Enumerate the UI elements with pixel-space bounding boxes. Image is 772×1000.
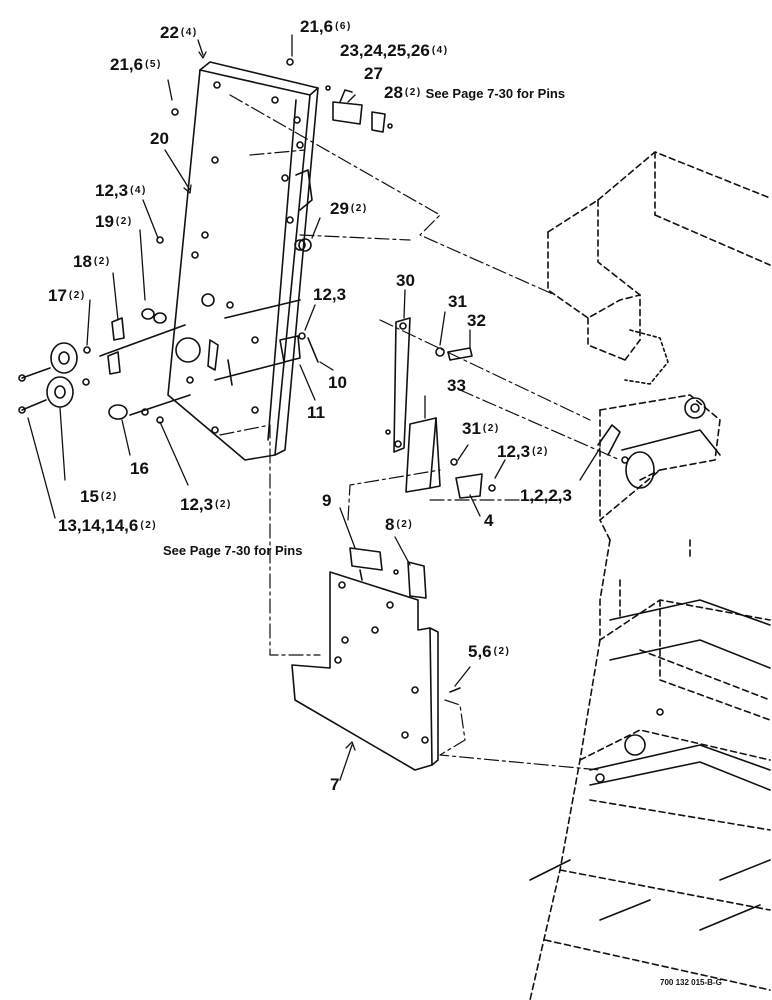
arm-and-bracket xyxy=(385,317,496,499)
callout-9: 9 xyxy=(322,491,332,510)
callout-20: 20 xyxy=(150,129,169,148)
callout-12-3-a: 12,3(4) xyxy=(95,181,147,200)
callout-31-b: 31(2) xyxy=(462,419,500,438)
plate-hardware xyxy=(214,238,319,381)
callout-21-6-a: 21,6(6) xyxy=(300,17,352,36)
callout-33: 33 xyxy=(447,376,466,395)
callout-22: 22(4) xyxy=(160,23,198,42)
leader-lines xyxy=(27,34,601,781)
callout-15: 15(2) xyxy=(80,487,118,506)
front-plate-20 xyxy=(167,61,319,461)
callout-21-6-b: 21,6(5) xyxy=(110,55,162,74)
callout-10: 10 xyxy=(328,373,347,392)
callout-12-3-d: 12,3(2) xyxy=(180,495,232,514)
pins-reference-note: See Page 7-30 for Pins xyxy=(163,543,303,558)
callout-8: 8(2) xyxy=(385,515,414,534)
callout-32: 32 xyxy=(467,311,486,330)
callout-27: 27 xyxy=(364,64,383,83)
callout-13-14-14-6: 13,14,14,6(2) xyxy=(58,516,158,535)
figure-code: 700 132 015-B-G xyxy=(660,978,722,987)
callout-7: 7 xyxy=(330,775,340,794)
baler-frame-background xyxy=(529,151,771,1000)
callout-12-3-b: 12,3 xyxy=(313,285,347,304)
callout-1-2-2-3: 1,2,2,3 xyxy=(520,486,572,505)
callout-5-6: 5,6(2) xyxy=(468,642,511,661)
callout-29: 29(2) xyxy=(330,199,368,218)
callout-19: 19(2) xyxy=(95,212,133,231)
callout-31-a: 31 xyxy=(448,292,467,311)
lower-brackets xyxy=(349,547,427,599)
callout-11: 11 xyxy=(307,403,325,422)
callout-16: 16 xyxy=(130,459,149,478)
reference-lines xyxy=(219,94,621,771)
bottom-plate-7 xyxy=(291,571,461,771)
callout-12-3-c: 12,3(2) xyxy=(497,442,549,461)
callout-28: 28(2)See Page 7-30 for Pins xyxy=(384,83,566,102)
callout-30: 30 xyxy=(396,271,415,290)
top-brackets xyxy=(325,85,393,133)
callout-23-26: 23,24,25,26(4) xyxy=(340,41,449,60)
callout-18: 18(2) xyxy=(73,252,111,271)
callout-4: 4 xyxy=(484,511,494,530)
idler-wheel-parts xyxy=(18,58,294,424)
callout-17: 17(2) xyxy=(48,286,86,305)
hook-part-1 xyxy=(597,424,629,464)
